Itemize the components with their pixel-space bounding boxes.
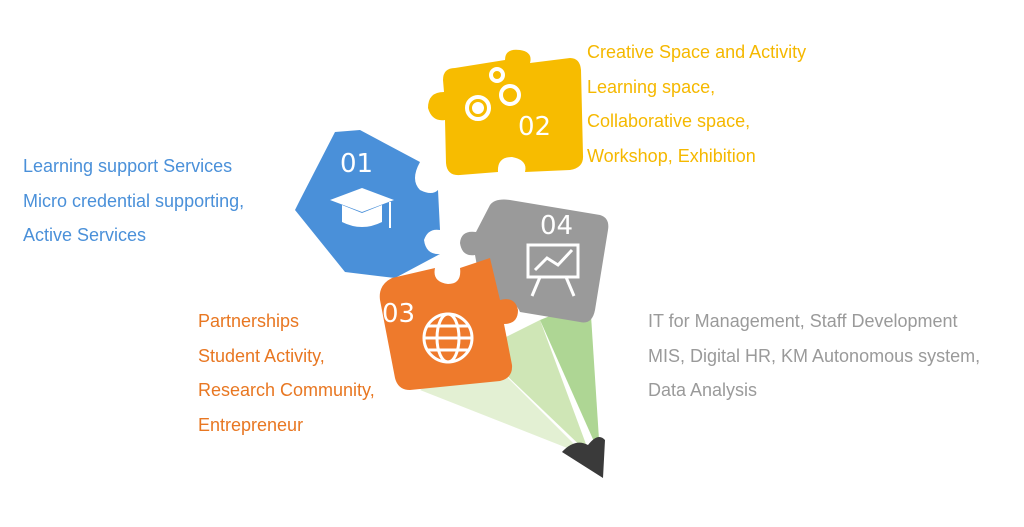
learning-support-services-text: Learning support Services Micro credenti… (23, 149, 244, 253)
graduation-cap-icon (330, 188, 394, 228)
text-line: MIS, Digital HR, KM Autonomous system, (648, 345, 981, 366)
it-management-text: IT for Management, Staff Development MIS… (648, 304, 980, 408)
text-line: Partnerships (198, 311, 300, 331)
gears-icon (465, 67, 521, 121)
text-line: Student Activity, (198, 345, 325, 366)
text-line: Research Community, (198, 380, 375, 400)
puzzle-piece-02: 02 (428, 49, 584, 176)
piece-number-02: 02 (518, 112, 551, 142)
text-line: Data Analysis (648, 380, 758, 400)
text-line: Active Services (23, 225, 147, 245)
text-line: IT for Management, Staff Development (648, 311, 958, 331)
puzzle-piece-03: 03 (379, 258, 518, 390)
partnerships-text: Partnerships Student Activity, Research … (198, 304, 375, 442)
piece-number-01: 01 (340, 149, 373, 179)
piece-number-04: 04 (540, 211, 573, 241)
text-line: Learning space, (587, 76, 716, 97)
text-line: Workshop, Exhibition (587, 145, 756, 166)
creative-space-text: Creative Space and Activity Learning spa… (587, 35, 806, 173)
text-line: Micro credential supporting, (23, 190, 245, 211)
puzzle-piece-01: 01 (295, 130, 440, 278)
presentation-board-icon (526, 243, 580, 297)
text-line: Entrepreneur (198, 414, 304, 435)
pencil-ray-dark (540, 300, 600, 455)
globe-icon (422, 312, 474, 364)
piece-number-03: 03 (382, 299, 415, 329)
text-line: Creative Space and Activity (587, 42, 807, 62)
text-line: Learning support Services (23, 156, 233, 176)
text-line: Collaborative space, (587, 111, 751, 131)
pencil-tip (562, 436, 605, 478)
